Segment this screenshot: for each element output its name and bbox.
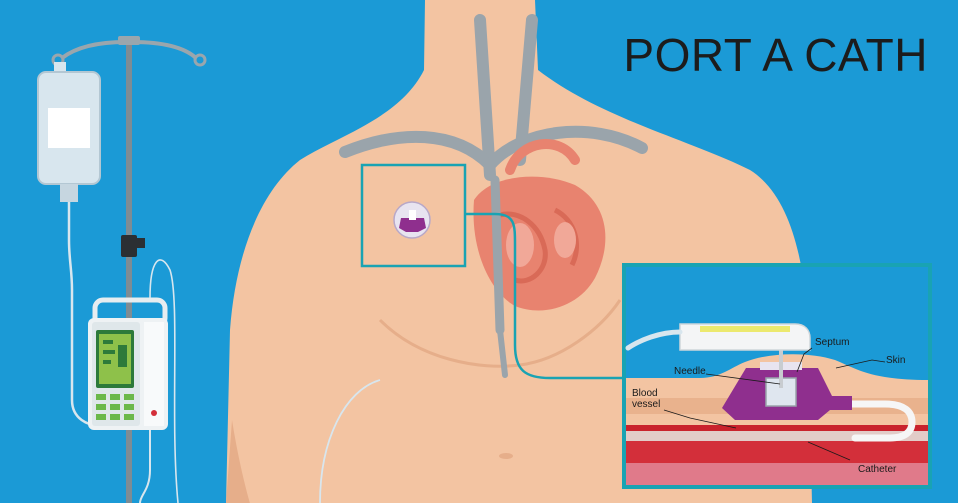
diagram-title: PORT A CATH (623, 28, 928, 82)
label-septum: Septum (815, 337, 849, 348)
implanted-port (394, 202, 430, 238)
label-needle: Needle (674, 366, 706, 377)
cross-section-inset (624, 265, 930, 487)
label-skin: Skin (886, 355, 905, 366)
label-blood-vessel: Blood vessel (632, 388, 672, 410)
navel (499, 453, 513, 459)
label-catheter: Catheter (858, 464, 896, 475)
